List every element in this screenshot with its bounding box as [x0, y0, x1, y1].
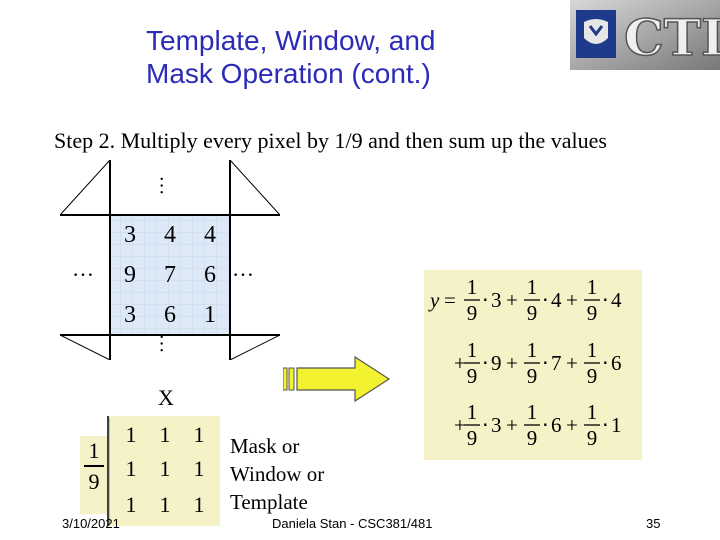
coef-denominator: 9: [527, 426, 538, 450]
mask-label-line-3: Template: [230, 490, 308, 514]
mask-r2c3: 1: [193, 456, 205, 481]
equation-term: 1: [611, 413, 622, 437]
coef-denominator: 9: [467, 426, 478, 450]
coef-denominator: 9: [527, 364, 538, 388]
dot-operator: ⋅: [602, 288, 609, 312]
equation-term: 9: [491, 351, 502, 375]
pixel-r2c3: 6: [204, 261, 216, 288]
mask-block: 1 9 1 1 1 1 1 1 1 1 1: [80, 416, 220, 526]
plus-sign: +: [506, 351, 518, 375]
plus-sign: +: [454, 413, 466, 437]
pixel-r1c2: 4: [164, 221, 176, 248]
plus-sign: +: [566, 351, 578, 375]
plus-sign: +: [566, 413, 578, 437]
mask-r1c2: 1: [159, 422, 171, 447]
equation-variable: y: [428, 288, 440, 312]
pixel-r3c2: 6: [164, 301, 176, 328]
ellipsis-bottom: …: [155, 333, 178, 354]
right-arrow-icon: [282, 355, 393, 410]
coef-denominator: 9: [467, 364, 478, 388]
step-instruction: Step 2. Multiply every pixel by 1/9 and …: [54, 128, 607, 153]
mask-r3c1: 1: [125, 492, 137, 517]
dot-operator: ⋅: [482, 413, 489, 437]
mask-r1c3: 1: [193, 422, 205, 447]
mask-r2c1: 1: [125, 456, 137, 481]
pixel-r3c3: 1: [204, 301, 216, 328]
coef-denominator: 9: [527, 301, 538, 325]
dot-operator: ⋅: [482, 288, 489, 312]
mask-r3c3: 1: [193, 492, 205, 517]
mask-r1c1: 1: [125, 422, 137, 447]
ellipsis-top: …: [155, 175, 178, 196]
mask-label: Mask or Window or Template: [230, 432, 324, 516]
coef-denominator: 9: [587, 364, 598, 388]
coef-numerator: 1: [587, 400, 598, 424]
ellipsis-right: …: [232, 256, 254, 281]
multiply-operator: X: [158, 385, 174, 410]
mask-scale-numerator: 1: [88, 438, 100, 463]
page-number: 35: [646, 516, 661, 531]
coef-numerator: 1: [587, 275, 598, 299]
plus-sign: +: [454, 351, 466, 375]
pixel-r2c2: 7: [164, 261, 176, 288]
mask-scale-denominator: 9: [88, 469, 100, 494]
equation-term: 6: [611, 351, 622, 375]
coef-numerator: 1: [527, 275, 538, 299]
equation-box: y = 1 9 ⋅ 3 + 1 9 ⋅ 4 + 1 9 ⋅ 4 + 1 9 ⋅ …: [424, 270, 642, 460]
equation-term: 3: [491, 288, 502, 312]
dot-operator: ⋅: [602, 351, 609, 375]
equation-term: 4: [551, 288, 562, 312]
mask-background: [80, 416, 220, 526]
dot-operator: ⋅: [542, 351, 549, 375]
grid-background: [60, 160, 280, 360]
equals-sign: =: [444, 288, 456, 312]
title-line-2: Mask Operation (cont.): [146, 58, 431, 89]
equation: y = 1 9 ⋅ 3 + 1 9 ⋅ 4 + 1 9 ⋅ 4 + 1 9 ⋅ …: [428, 275, 622, 450]
dot-operator: ⋅: [602, 413, 609, 437]
mask-r2c2: 1: [159, 456, 171, 481]
equation-term: 4: [611, 288, 622, 312]
dot-operator: ⋅: [542, 413, 549, 437]
dot-operator: ⋅: [482, 351, 489, 375]
equation-term: 7: [551, 351, 562, 375]
slide-title: Template, Window, and Mask Operation (co…: [146, 24, 566, 90]
plus-sign: +: [566, 288, 578, 312]
pixel-r3c1: 3: [124, 301, 136, 328]
plus-sign: +: [506, 288, 518, 312]
pixel-r1c1: 3: [124, 221, 136, 248]
coef-denominator: 9: [467, 301, 478, 325]
plus-sign: +: [506, 413, 518, 437]
coef-numerator: 1: [467, 338, 478, 362]
pixel-r2c1: 9: [124, 261, 136, 288]
university-logo: CTI: [570, 0, 720, 70]
coef-numerator: 1: [527, 338, 538, 362]
pixel-r1c3: 4: [204, 221, 216, 248]
equation-term: 6: [551, 413, 562, 437]
dot-operator: ⋅: [542, 288, 549, 312]
coef-numerator: 1: [467, 400, 478, 424]
coef-numerator: 1: [587, 338, 598, 362]
mask-label-line-2: Window or: [230, 462, 325, 486]
image-grid: 3 4 4 9 7 6 3 6 1 … … … …: [60, 160, 280, 360]
coef-numerator: 1: [527, 400, 538, 424]
equation-term: 3: [491, 413, 502, 437]
title-line-1: Template, Window, and: [146, 25, 436, 56]
footer-date: 3/10/2021: [62, 516, 120, 531]
footer-author: Daniela Stan - CSC381/481: [272, 516, 433, 531]
coef-denominator: 9: [587, 301, 598, 325]
mask-label-line-1: Mask or: [230, 434, 300, 458]
mask-r3c2: 1: [159, 492, 171, 517]
ellipsis-left: …: [72, 256, 94, 281]
logo-text: CTI: [624, 8, 720, 67]
fraction-bar: [84, 465, 104, 467]
coef-denominator: 9: [587, 426, 598, 450]
coef-numerator: 1: [467, 275, 478, 299]
